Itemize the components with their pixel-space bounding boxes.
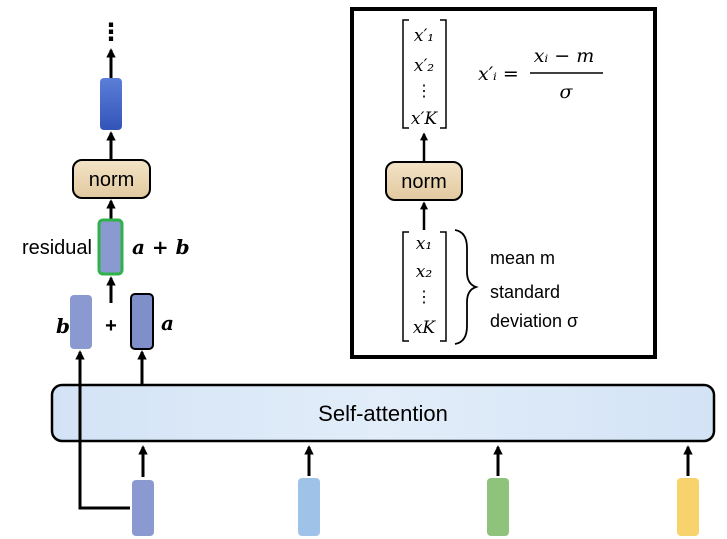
- output-element-1: x′₁: [414, 26, 434, 46]
- residual-label: residual: [22, 237, 92, 259]
- b-vector: [70, 295, 92, 349]
- input-vector-1: [132, 480, 154, 536]
- norm-label: norm: [89, 169, 135, 191]
- b-label: b: [56, 314, 70, 338]
- formula-lhs: x′ᵢ =: [478, 63, 519, 85]
- input-vector-3: [487, 478, 509, 536]
- norm-box: [72, 159, 151, 199]
- ellipsis-top: ⋮: [99, 19, 123, 46]
- output-element-dots: ⋮: [416, 81, 432, 100]
- plus-sign: +: [105, 315, 117, 337]
- output-vector-block: [100, 78, 122, 130]
- input-bracket-left: [402, 231, 409, 342]
- output-element-2: x′₂: [414, 56, 434, 76]
- self-attention-label: Self-attention: [318, 401, 448, 426]
- output-bracket-right: [440, 19, 447, 129]
- sum-label: a + b: [132, 235, 190, 259]
- inset-norm-label: norm: [401, 171, 447, 193]
- formula-denominator: σ: [560, 81, 574, 103]
- output-element-k: x′K: [411, 109, 438, 129]
- output-bracket-left: [402, 19, 409, 129]
- input-vector-2: [298, 478, 320, 536]
- input-element-k: xK: [413, 318, 437, 338]
- inset-norm-box: [385, 161, 463, 201]
- input-element-1: x₁: [416, 234, 432, 254]
- formula-numerator: xᵢ − m: [534, 45, 595, 67]
- skip-connection: [75, 350, 130, 510]
- a-label: a: [161, 311, 174, 335]
- a-vector: [130, 293, 154, 350]
- stat-deviation: deviation σ: [490, 311, 578, 331]
- input-vector-4: [677, 478, 699, 536]
- curly-brace-icon: [454, 229, 479, 345]
- self-attention-layer: [50, 383, 716, 443]
- stat-standard: standard: [490, 282, 560, 302]
- input-element-2: x₂: [416, 262, 433, 282]
- input-bracket-right: [440, 231, 447, 342]
- stat-mean: mean m: [490, 248, 555, 268]
- input-element-dots: ⋮: [416, 287, 432, 306]
- residual-vector: [97, 218, 124, 276]
